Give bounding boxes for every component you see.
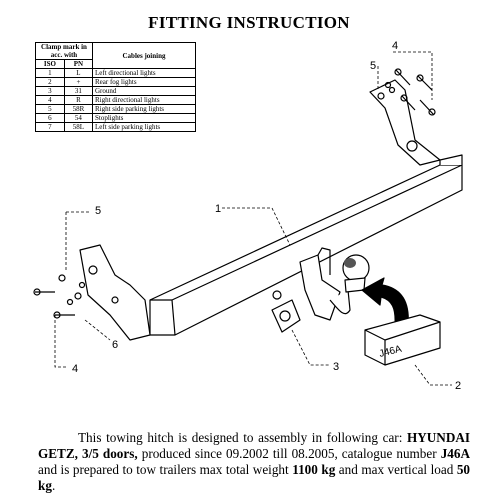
- ball-neck: [329, 289, 351, 315]
- cable-table: Clamp mark in acc. with Cables joining I…: [35, 42, 196, 132]
- bolt-set-top: [384, 68, 436, 116]
- hitch-diagram: J46A 1 2 3 4 5 5 4 6: [33, 40, 463, 392]
- callout-1: 1: [215, 203, 221, 215]
- vertical-load: 50 kg: [38, 462, 470, 493]
- package-box: [364, 314, 441, 366]
- callout-4-top: 4: [392, 40, 398, 52]
- max-weight: 1100 kg: [292, 462, 336, 477]
- intro-text: This towing hitch is designed to assembl…: [78, 430, 403, 445]
- callout-5-top: 5: [370, 60, 376, 72]
- callout-4-left: 4: [72, 363, 78, 375]
- crossbar: [149, 164, 463, 336]
- ball-mount: [299, 254, 341, 321]
- pn-cell: 58L: [63, 122, 94, 132]
- bolt-set-left: [33, 274, 86, 319]
- callout-5-left: 5: [95, 205, 101, 217]
- desc-cell: Left side parking lights: [92, 122, 196, 132]
- right-bracket: [369, 79, 441, 166]
- description-paragraph: This towing hitch is designed to assembl…: [38, 430, 470, 494]
- production-text: produced since 09.2002 till 08.2005, cat…: [137, 446, 441, 461]
- car-model: HYUNDAI GETZ, 3/5 doors,: [38, 430, 470, 461]
- load-text: and max vertical load: [335, 462, 457, 477]
- direction-arrow: [361, 277, 409, 326]
- page-title: FITTING INSTRUCTION: [148, 13, 350, 32]
- box-label: J46A: [378, 344, 403, 360]
- callout-6: 6: [112, 339, 118, 351]
- socket-plate: [271, 299, 301, 333]
- weight-text: and is prepared to tow trailers max tota…: [38, 462, 293, 477]
- period: .: [51, 478, 56, 493]
- left-bracket: [79, 244, 151, 341]
- callout-3: 3: [333, 361, 339, 373]
- callout-2: 2: [455, 380, 461, 392]
- catalogue-number: J46A: [440, 446, 470, 461]
